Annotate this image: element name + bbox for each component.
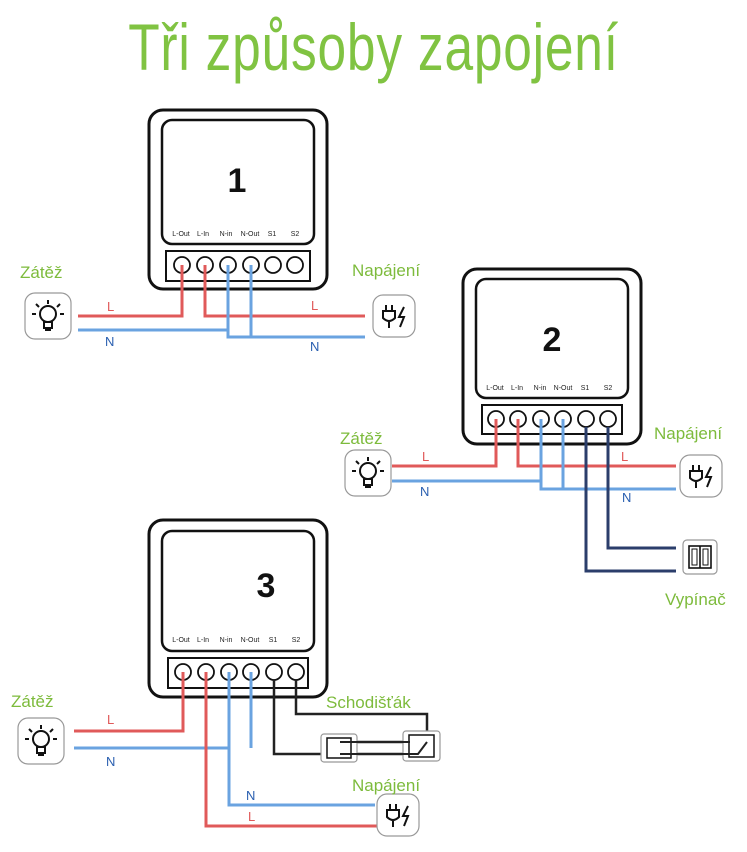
bulb-icon	[344, 449, 392, 497]
wire-label-neutral: N	[420, 484, 429, 499]
module-number-2: 2	[543, 321, 562, 359]
power-label: Napájení	[654, 424, 722, 443]
terminal-label: N-Out	[241, 231, 260, 238]
wire-label-neutral: N	[310, 339, 319, 354]
terminal-label: L-In	[511, 385, 523, 392]
stair-switch-label: Schodišťák	[326, 693, 411, 712]
plug-icon	[376, 793, 420, 837]
terminal-label: N-in	[534, 385, 547, 392]
wire-label-live: L	[621, 449, 628, 464]
load-label: Zátěž	[340, 429, 383, 448]
wire-label-neutral: N	[106, 754, 115, 769]
wire-label-live: L	[107, 712, 114, 727]
terminal-label: L-Out	[172, 231, 190, 238]
switch-icon	[682, 539, 718, 575]
switch-label: Vypínač	[665, 590, 726, 609]
load-label: Zátěž	[11, 692, 54, 711]
load-label: Zátěž	[20, 263, 63, 282]
wire-label-live: L	[422, 449, 429, 464]
bulb-icon	[24, 292, 72, 340]
power-label: Napájení	[352, 261, 420, 280]
bulb-icon	[17, 717, 65, 765]
wire-label-live: L	[107, 299, 114, 314]
terminal-label: S1	[269, 637, 278, 644]
page-title: Tři způsoby zapojení	[128, 10, 619, 84]
terminal-label: L-Out	[172, 637, 190, 644]
module-3: 3 L-Out L-In N-in N-Out S1 S2 L L N N Zá…	[11, 518, 441, 837]
terminal-label: N-Out	[241, 637, 260, 644]
terminal-label: S2	[292, 637, 301, 644]
module-2: 2 L-Out L-In N-in N-Out S1 S2 L L N N Zá…	[340, 267, 726, 609]
wire-label-live: L	[311, 298, 318, 313]
terminal-label: L-Out	[486, 385, 504, 392]
terminal-label: N-in	[220, 231, 233, 238]
terminal-label: N-in	[220, 637, 233, 644]
module-number-3: 3	[257, 567, 276, 605]
terminal-label: S2	[291, 231, 300, 238]
terminal-label: L-In	[197, 231, 209, 238]
module-number-1: 1	[228, 162, 247, 200]
wire-label-neutral: N	[105, 334, 114, 349]
plug-icon	[372, 294, 416, 338]
wire-label-neutral: N	[246, 788, 255, 803]
wire-label-live: L	[248, 809, 255, 824]
module-1: 1 L-Out L-In N-in N-Out S1 S2 L L N N Zá…	[20, 108, 420, 354]
terminal-label: S1	[268, 231, 277, 238]
power-label: Napájení	[352, 776, 420, 795]
terminal-label: S2	[604, 385, 613, 392]
plug-icon	[679, 454, 723, 498]
terminal-label: S1	[581, 385, 590, 392]
wire-label-neutral: N	[622, 490, 631, 505]
terminal-label: N-Out	[554, 385, 573, 392]
terminal-label: L-In	[197, 637, 209, 644]
